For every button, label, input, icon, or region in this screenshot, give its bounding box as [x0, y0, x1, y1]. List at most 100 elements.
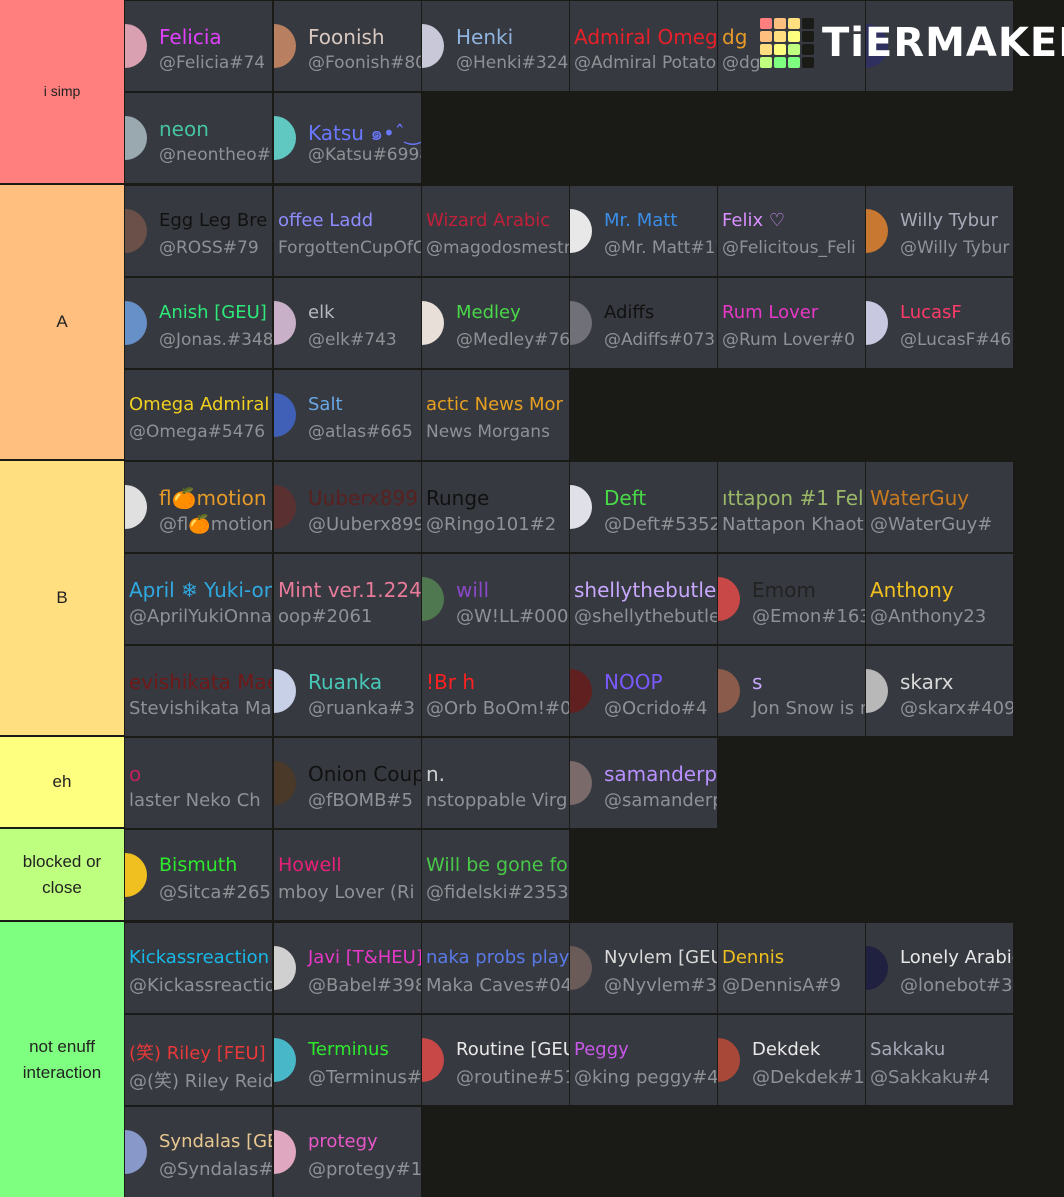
tier-item-tile[interactable]: Deft@Deft#5352	[570, 462, 717, 552]
tier-item-tile[interactable]: Syndalas [GEU@Syndalas#46	[125, 1107, 272, 1197]
tier-item-tile[interactable]: Medley@Medley#76	[422, 278, 569, 368]
tier-item-tile[interactable]: Runge@Ringo101#2	[422, 462, 569, 552]
avatar	[274, 669, 296, 713]
username: Bismuth	[159, 854, 238, 876]
tier-item-tile[interactable]: samanderp@samanderp#1	[570, 738, 717, 828]
tier-item-tile[interactable]: will@W!LL#000	[422, 554, 569, 644]
tier-item-tile[interactable]: Rum Lover@Rum Lover#0	[718, 278, 865, 368]
avatar	[274, 485, 296, 529]
avatar	[125, 116, 147, 160]
username: Omega Admiral	[129, 394, 270, 415]
user-tag: laster Neko Ch	[129, 790, 261, 811]
tier-item-tile[interactable]: !Br h@Orb BoOm!#0	[422, 646, 569, 736]
tier-item-tile[interactable]: Admiral Omega@Admiral Potato	[570, 1, 717, 91]
username: Will be gone for a	[426, 854, 569, 876]
tier-item-tile[interactable]: April ❄ Yuki-on@AprilYukiOnna	[125, 554, 272, 644]
tier-item-tile[interactable]: Javi [T&HEU]@Babel#3988	[274, 923, 421, 1013]
tier-item-tile[interactable]: ıttapon #1 Felix SNattapon Khaotu	[718, 462, 865, 552]
tier-item-tile[interactable]: Wizard Arabic@magodosmestre	[422, 186, 569, 276]
tier-label[interactable]: not enuff interaction	[0, 922, 124, 1197]
tier-label[interactable]: blocked or close	[0, 829, 124, 920]
username: Terminus	[308, 1039, 389, 1060]
tier-item-tile[interactable]: Will be gone for a@fidelski#2353	[422, 830, 569, 920]
tier-item-tile[interactable]: Ruanka@ruanka#3	[274, 646, 421, 736]
logo-grid-cell	[774, 57, 786, 68]
avatar	[570, 301, 592, 345]
avatar	[274, 1038, 296, 1082]
tier-item-tile[interactable]: elk@elk#743	[274, 278, 421, 368]
tier-item-tile[interactable]: LucasF@LucasF#46	[866, 278, 1013, 368]
avatar	[422, 301, 444, 345]
tier-item-tile[interactable]: Kickassreaction@Kickassreaction	[125, 923, 272, 1013]
tier-item-tile[interactable]: Henki@Henki#324	[422, 1, 569, 91]
tier-item-tile[interactable]: Egg Leg Bre@ROSS#79	[125, 186, 272, 276]
user-tag: @LucasF#46	[900, 330, 1012, 350]
logo-text: TiERMAKER	[822, 20, 1064, 66]
tier-item-tile[interactable]: Emom@Emon#163	[718, 554, 865, 644]
username: Syndalas [GEU	[159, 1131, 272, 1152]
tier-item-tile[interactable]: Sakkaku@Sakkaku#4	[866, 1015, 1013, 1105]
user-tag: @Felicitous_Feli	[722, 238, 856, 258]
tier-item-tile[interactable]: protegy@protegy#1	[274, 1107, 421, 1197]
tier-item-tile[interactable]: Felicia@Felicia#74	[125, 1, 272, 91]
username: fl🍊motion	[159, 486, 267, 510]
tier-item-tile[interactable]: Willy Tybur@Willy Tybur	[866, 186, 1013, 276]
tier-item-tile[interactable]: WaterGuy@WaterGuy#	[866, 462, 1013, 552]
user-tag: @DennisA#9	[722, 975, 841, 996]
tier-item-tile[interactable]	[866, 1, 1013, 91]
tier-item-tile[interactable]: naka probs playinMaka Caves#04	[422, 923, 569, 1013]
tier-item-tile[interactable]: Felix ♡@Felicitous_Feli	[718, 186, 865, 276]
avatar	[570, 669, 592, 713]
user-tag: @Kickassreaction	[129, 975, 272, 996]
tier-item-tile[interactable]: Adiffs@Adiffs#073	[570, 278, 717, 368]
tier-label[interactable]: i simp	[0, 0, 124, 183]
tier-item-tile[interactable]: Salt@atlas#665	[274, 370, 421, 460]
username: actic News Mor	[426, 394, 563, 415]
tier-item-tile[interactable]: neon@neontheo#9	[125, 93, 272, 183]
tier-label[interactable]: eh	[0, 737, 124, 827]
user-tag: @Orb BoOm!#0	[426, 698, 569, 719]
tier-item-tile[interactable]: Katsu ๑•ˆ‿ˆ•.¸@Katsu#6998	[274, 93, 421, 183]
tier-item-tile[interactable]: Routine [GEU@routine#51	[422, 1015, 569, 1105]
tier-item-tile[interactable]: Uuberx899@Uuberx899#0	[274, 462, 421, 552]
user-tag: @fBOMB#5	[308, 790, 413, 811]
tier-item-tile[interactable]: Mr. Matt@Mr. Matt#17	[570, 186, 717, 276]
tier-label[interactable]: B	[0, 461, 124, 735]
tier-item-tile[interactable]: Bismuth@Sitca#265	[125, 830, 272, 920]
user-tag: @Foonish#80	[308, 53, 421, 73]
tier-item-tile[interactable]: skarx@skarx#409	[866, 646, 1013, 736]
user-tag: @Babel#3988	[308, 975, 421, 996]
tier-item-tile[interactable]: Anthony@Anthony23	[866, 554, 1013, 644]
tier-item-tile[interactable]: Peggy@king peggy#4	[570, 1015, 717, 1105]
tier-item-tile[interactable]: fl🍊motion@fl🍊motion#	[125, 462, 272, 552]
user-tag: @neontheo#9	[159, 145, 272, 165]
tier-item-tile[interactable]: Terminus@Terminus#3	[274, 1015, 421, 1105]
tier-item-tile[interactable]: Lonely Arabic@lonebot#365	[866, 923, 1013, 1013]
tier-item-tile[interactable]: Dennis@DennisA#9	[718, 923, 865, 1013]
user-tag: @Henki#324	[456, 53, 569, 73]
tier-item-tile[interactable]: Dekdek@Dekdek#1	[718, 1015, 865, 1105]
tier-item-tile[interactable]: Omega Admiral@Omega#5476	[125, 370, 272, 460]
tier-item-tile[interactable]: Nyvlem [GEU@Nyvlem#3	[570, 923, 717, 1013]
tier-item-tile[interactable]: evishikata MaebStevishikata Ma	[125, 646, 272, 736]
tier-item-tile[interactable]: (笑) Riley [FEU]@(笑) Riley Reid#	[125, 1015, 272, 1105]
user-tag: @WaterGuy#	[870, 514, 993, 535]
avatar	[125, 1130, 147, 1174]
username: Egg Leg Bre	[159, 210, 268, 231]
tier-item-tile[interactable]: NOOP@Ocrido#4	[570, 646, 717, 736]
tier-item-tile[interactable]: Onion Coup@fBOMB#5	[274, 738, 421, 828]
tier-item-tile[interactable]: n.nstoppable Virg	[422, 738, 569, 828]
tier-item-tile[interactable]: Foonish@Foonish#80	[274, 1, 421, 91]
avatar	[125, 209, 147, 253]
tier-label[interactable]: A	[0, 185, 124, 459]
tier-item-tile[interactable]: Anish [GEU]@Jonas.#348	[125, 278, 272, 368]
logo-grid-cell	[788, 57, 800, 68]
tier-item-tile[interactable]: shellythebutler@shellythebutler	[570, 554, 717, 644]
username: will	[456, 578, 490, 602]
